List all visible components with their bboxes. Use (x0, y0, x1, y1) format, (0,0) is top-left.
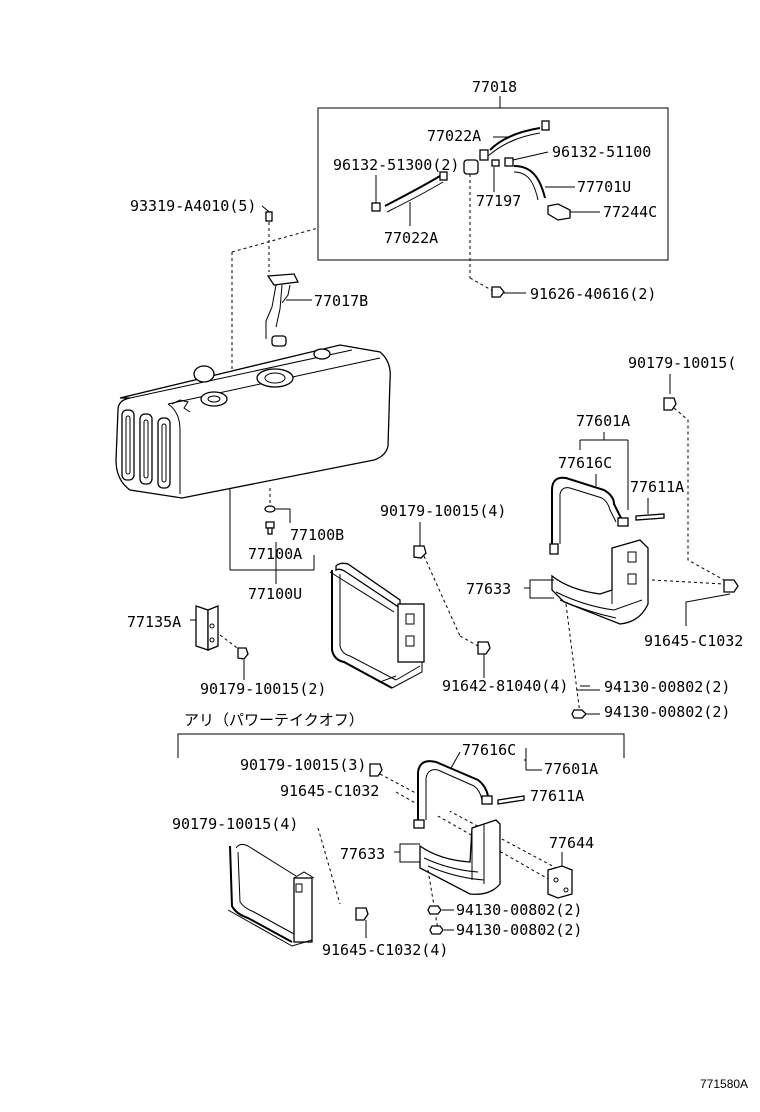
label-94130-00802-a: 94130-00802(2) (604, 678, 730, 696)
bolt-91645-right (723, 579, 739, 593)
label-77601A-upper: 77601A (576, 412, 630, 430)
band-cradle-77633-upper (551, 539, 649, 625)
nut-90179-right (663, 397, 677, 411)
washer-94130-d (429, 925, 444, 935)
drain-plug-group: 77100B 77100A 77100U (229, 488, 344, 603)
label-93319-A4010: 93319-A4010(5) (130, 197, 256, 215)
screw-93319 (265, 211, 273, 222)
label-77644: 77644 (549, 834, 594, 852)
label-90179-10015-right: 90179-10015( (628, 354, 736, 372)
fuel-tank-77100 (115, 344, 391, 499)
label-94130-00802-b: 94130-00802(2) (604, 703, 730, 721)
label-77022A-bottom: 77022A (384, 229, 438, 247)
washer-94130-c (427, 905, 442, 915)
gasket-77100B (264, 505, 276, 513)
label-77611A-lower: 77611A (530, 787, 584, 805)
bracket-77644 (547, 865, 573, 899)
hose-77701U (513, 165, 546, 199)
label-77135A: 77135A (127, 613, 181, 631)
label-94130-00802-c: 94130-00802(2) (456, 901, 582, 919)
band-strap-lower (417, 760, 489, 824)
label-94130-00802-d: 94130-00802(2) (456, 921, 582, 939)
washer-94130-a (571, 709, 587, 719)
label-77633-upper: 77633 (466, 580, 511, 598)
label-77022A-top: 77022A (427, 127, 481, 145)
label-77701U: 77701U (577, 178, 631, 196)
label-90179-10015-mid: 90179-10015(4) (380, 502, 506, 520)
band-strap-77601A (551, 476, 623, 550)
label-91645-C1032-lower: 91645-C1032 (280, 782, 379, 800)
label-77100A: 77100A (248, 545, 302, 563)
label-77018: 77018 (472, 78, 517, 96)
band-bracket-lower-left (293, 877, 313, 943)
filler-neck (193, 365, 215, 383)
band-bracket-mid (397, 603, 425, 663)
bolt-91645-lower4 (355, 907, 369, 921)
label-77616C-upper: 77616C (558, 454, 612, 472)
label-91626-40616: 91626-40616(2) (530, 285, 656, 303)
band-left-lower (229, 845, 293, 943)
label-90179-10015-left: 90179-10015(2) (200, 680, 326, 698)
label-91645-C1032-lower4: 91645-C1032(4) (322, 941, 448, 959)
label-96132-51100: 96132-51100 (552, 143, 651, 161)
bolt-91642 (477, 641, 491, 655)
label-77100B: 77100B (290, 526, 344, 544)
label-91645-C1032-right: 91645-C1032 (644, 632, 743, 650)
bolt-91626 (491, 286, 505, 298)
label-90179-10015-lower3: 90179-10015(3) (240, 756, 366, 774)
valve-77197 (463, 159, 479, 175)
label-77197: 77197 (476, 192, 521, 210)
option-pto-section: アリ（パワーテイクオフ） 90179-10015(3) 77616C 77601… (172, 711, 625, 959)
label-96132-51300: 96132-51300(2) (333, 156, 459, 174)
label-77633-lower: 77633 (340, 845, 385, 863)
diagram-id: 771580A (700, 1077, 748, 1091)
label-77601A-lower: 77601A (544, 760, 598, 778)
option-bracket (177, 733, 625, 758)
label-77017B: 77017B (314, 292, 368, 310)
band-left (331, 570, 393, 689)
fuel-sender-77017B (266, 273, 299, 286)
pin-77611A-upper (635, 513, 665, 521)
tank-band-right: 90179-10015( 77601A 77616C 77611A 77633 … (466, 354, 743, 721)
tank-body (115, 344, 391, 499)
option-label: アリ（パワーテイクオフ） (184, 711, 364, 729)
label-77611A-upper: 77611A (630, 478, 684, 496)
tank-band-middle: 90179-10015(4) 91642-81040(4) (329, 502, 568, 695)
label-77100U: 77100U (248, 585, 302, 603)
clamp-77244C (547, 203, 571, 221)
hose-77022A-bottom (384, 175, 441, 207)
plug-77100A (265, 521, 275, 529)
label-77244C: 77244C (603, 203, 657, 221)
label-77616C-lower: 77616C (462, 741, 516, 759)
label-91642-81040: 91642-81040(4) (442, 677, 568, 695)
label-90179-10015-lower4: 90179-10015(4) (172, 815, 298, 833)
nut-90179-lower3 (369, 763, 383, 777)
nut-90179-mid (413, 545, 427, 559)
band-cradle-77633-lower (419, 819, 501, 895)
pin-77611A-lower (497, 795, 525, 805)
hose-77022A-top (489, 127, 541, 151)
vent-assembly-group: 77018 77022A 77197 96132-51100 96132-513… (317, 78, 669, 261)
sender-group: 93319-A4010(5) 77017B 91626-40616(2) (130, 174, 656, 375)
vent-assembly-frame (317, 107, 669, 261)
bracket-77135A-group: 77135A 90179-10015(2) (127, 605, 326, 698)
bracket-77135A (195, 605, 209, 651)
nut-90179-left (237, 647, 249, 660)
